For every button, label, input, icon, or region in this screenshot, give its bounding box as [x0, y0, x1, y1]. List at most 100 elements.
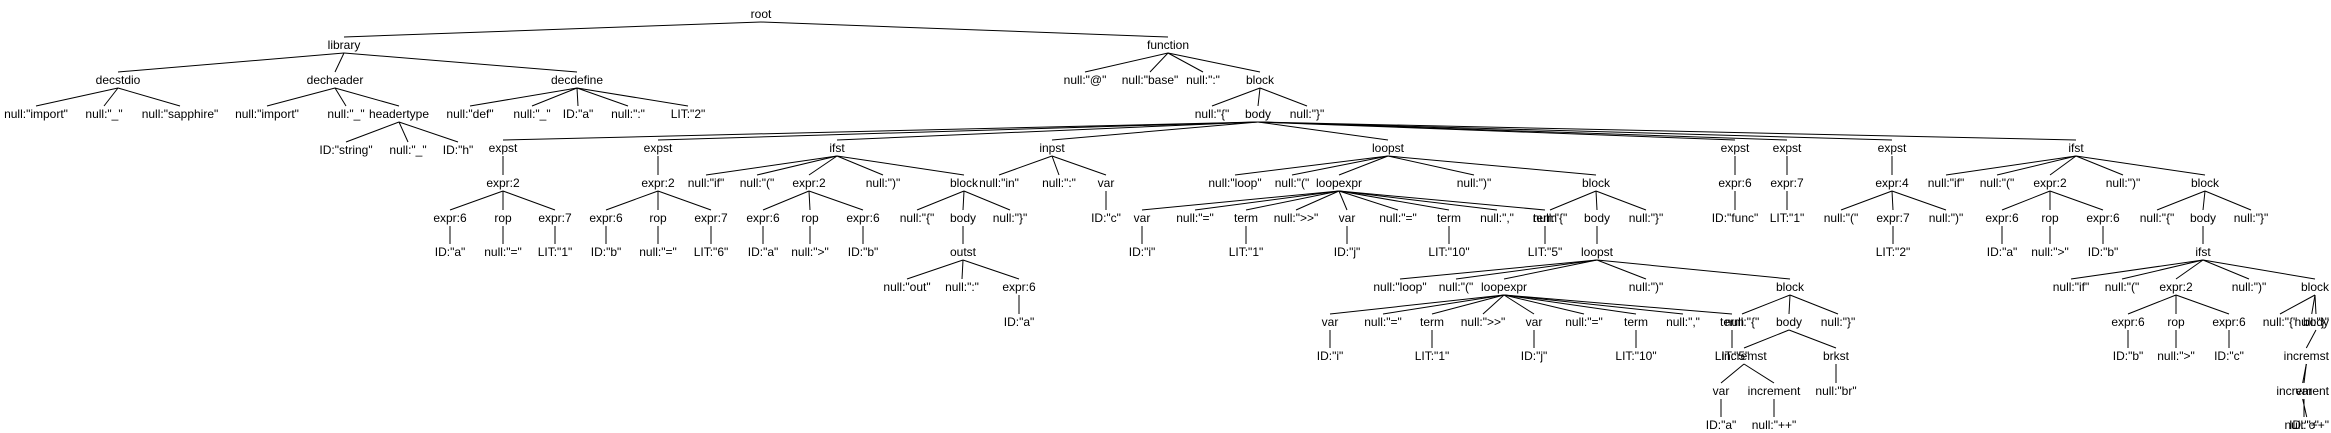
tree-node-out: outst [950, 245, 977, 259]
tree-node-if1bl: block [950, 176, 979, 190]
tree-node-if2xcc: ID:"b" [2088, 245, 2119, 259]
tree-edge [576, 87, 689, 107]
tree-node-e4a: expr:7 [1770, 176, 1804, 190]
tree-edges [35, 21, 2317, 418]
tree-node-inc1ia: null:"++" [1752, 418, 1797, 432]
tree-node-if1xaa: ID:"a" [748, 245, 779, 259]
tree-node-inc1: incremst [1721, 349, 1767, 363]
tree-edge [1455, 259, 1598, 280]
tree-node-e4: expst [1773, 141, 1802, 155]
tree-node-if2bl: block [2191, 176, 2220, 190]
tree-node-if2xa: expr:6 [1985, 211, 2019, 225]
tree-edge [398, 121, 459, 143]
tree-edge [756, 155, 838, 176]
tree-node-e1cc: LIT:"1" [538, 245, 573, 259]
tree-node-f2: null:"base" [1122, 73, 1179, 87]
tree-edge [1945, 155, 2077, 176]
tree-node-if3bl1: null:"{" [2263, 315, 2298, 329]
tree-node-if1bl1: null:"{" [900, 211, 935, 225]
tree-node-if1a: null:"if" [688, 176, 725, 190]
tree-node-dd2: null:"_" [513, 107, 550, 121]
tree-node-if1xbb: null:">" [791, 245, 829, 259]
tree-edge [1149, 52, 1169, 73]
tree-node-dstd3: null:"sapphire" [142, 107, 219, 121]
tree-edge [2311, 294, 2316, 315]
tree-node-le1ee: ID:"j" [1334, 245, 1361, 259]
tree-edge [1720, 363, 1745, 384]
tree-node-e2: expst [644, 141, 673, 155]
tree-edge [2075, 155, 2206, 176]
tree-node-e2b: rop [649, 211, 667, 225]
tree-node-e1bb: null:"=" [484, 245, 522, 259]
tree-edge [705, 155, 838, 176]
tree-node-le1d: null:">>" [1274, 211, 1319, 225]
tree-edge [1257, 87, 1261, 107]
tree-node-le1b: null:"=" [1176, 211, 1214, 225]
tree-node-fb1: null:"{" [1195, 107, 1230, 121]
tree-edge [266, 87, 336, 107]
tree-node-e5a: expr:4 [1875, 176, 1909, 190]
tree-node-lp1: loopst [1372, 141, 1405, 155]
tree-edge [2305, 329, 2317, 349]
tree-node-if3b: null:"(" [2105, 280, 2140, 294]
tree-node-le1f: null:"=" [1379, 211, 1417, 225]
tree-edge [836, 155, 965, 176]
tree-node-le2ee: ID:"j" [1521, 349, 1548, 363]
tree-node-le2cc: LIT:"1" [1415, 349, 1450, 363]
tree-edge [2202, 190, 2206, 211]
tree-edge [103, 87, 119, 107]
tree-node-if3bd: body [2303, 315, 2329, 329]
tree-edge [1338, 155, 1389, 176]
tree-edge [2279, 294, 2316, 315]
tree-node-dd3: ID:"a" [563, 107, 594, 121]
tree-node-f1: null:"@" [1064, 73, 1107, 87]
tree-node-lp1bl3: null:"}" [1629, 211, 1664, 225]
tree-edge [1503, 294, 1684, 315]
tree-edge [35, 87, 119, 107]
tree-node-le2: loopexpr [1481, 280, 1527, 294]
tree-node-e3aa: ID:"func" [1712, 211, 1759, 225]
tree-node-inc2ia: null:"++" [2284, 418, 2329, 432]
tree-edge [2001, 190, 2051, 211]
tree-node-lp2a: null:"loop" [1373, 280, 1426, 294]
tree-edge [916, 190, 965, 211]
tree-node-lp1c: null:")" [1457, 176, 1492, 190]
tree-node-le2i: term [1720, 315, 1744, 329]
tree-edge [117, 52, 345, 73]
tree-edge [576, 87, 629, 107]
tree-node-lp2b: null:"(" [1439, 280, 1474, 294]
tree-node-out3: expr:6 [1002, 280, 1036, 294]
tree-node-e1a: expr:6 [433, 211, 467, 225]
tree-edge [1051, 155, 1060, 176]
tree-node-lp2: loopst [1581, 245, 1614, 259]
tree-edge [2202, 259, 2250, 280]
tree-edge [1503, 294, 1535, 315]
tree-edge [1503, 259, 1598, 280]
tree-edge [1840, 190, 1893, 211]
tree-edge [1382, 294, 1505, 315]
tree-edge [1743, 363, 1775, 384]
tree-edge [2070, 259, 2204, 280]
tree-node-dh1: null:"import" [235, 107, 299, 121]
tree-node-le2d: null:">>" [1461, 315, 1506, 329]
tree-edge [1295, 190, 1340, 211]
tree-edge [1259, 87, 1308, 107]
tree-node-le1e: var [1339, 211, 1356, 225]
tree-node-if3xcc: ID:"c" [2214, 349, 2244, 363]
tree-node-if1xa: expr:6 [746, 211, 780, 225]
tree-node-brk1: null:"br" [1815, 384, 1856, 398]
tree-edge [808, 155, 838, 176]
tree-node-if2bd: body [2190, 211, 2216, 225]
tree-edge [1338, 190, 1348, 211]
tree-edge [657, 121, 1259, 141]
tree-edge [808, 190, 811, 211]
tree-node-lp2bl: block [1776, 280, 1805, 294]
tree-edge [1743, 329, 1790, 349]
tree-node-e1: expst [489, 141, 518, 155]
tree-node-if2x: expr:2 [2033, 176, 2067, 190]
tree-edge [906, 259, 964, 280]
tree-node-lp2c: null:")" [1629, 280, 1664, 294]
tree-edge [1503, 294, 1733, 315]
tree-node-le2b: null:"=" [1364, 315, 1402, 329]
